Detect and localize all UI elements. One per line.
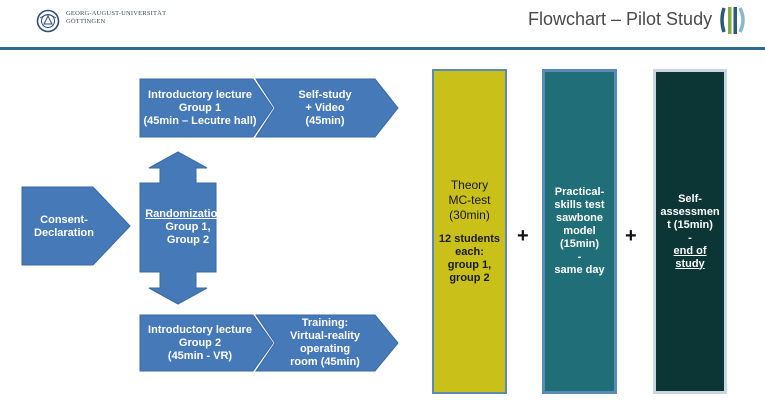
group1-selfstudy-line2: + Video bbox=[305, 101, 345, 114]
consent-line2: Declaration bbox=[34, 227, 94, 239]
group2-training-line2: Virtual-reality bbox=[289, 330, 361, 342]
page-title: Flowchart – Pilot Study bbox=[528, 9, 713, 29]
self-assessment-box: Self- assessmen t (15min) - end of study bbox=[653, 69, 727, 394]
practical-test-box: Practical- skills test sawbone model (15… bbox=[542, 69, 617, 394]
theory-line6: group 1, bbox=[447, 259, 492, 271]
practical-line4: model bbox=[563, 225, 596, 237]
self-line1: Self- bbox=[678, 192, 702, 205]
theory-line7: group 2 bbox=[449, 272, 490, 284]
group2-lecture-label: Introductory lecture Group 2 (45min - VR… bbox=[140, 320, 260, 366]
randomization-arrow-shape bbox=[139, 151, 217, 305]
practical-line5: (15min) bbox=[559, 238, 600, 250]
theory-line4: 12 students bbox=[438, 233, 501, 245]
group1-lecture-shape bbox=[139, 78, 274, 138]
practical-line1: Practical- bbox=[554, 186, 605, 198]
consent-arrow-shape bbox=[21, 186, 131, 266]
theory-line1: Theory bbox=[450, 178, 489, 192]
randomization-title: Randomization bbox=[145, 207, 225, 220]
group2-lecture-line2: Group 2 bbox=[178, 336, 222, 349]
practical-line7: same day bbox=[554, 264, 605, 276]
university-name-line1: GEORG-AUGUST-UNIVERSITÄT bbox=[66, 10, 167, 17]
header-divider bbox=[0, 47, 765, 50]
consent-declaration-label: Consent- Declaration bbox=[24, 210, 104, 244]
theory-line2: MC-test bbox=[448, 193, 491, 207]
plus-sign: + bbox=[625, 225, 637, 247]
group2-training-line1: Training: bbox=[301, 317, 349, 329]
consent-line1: Consent- bbox=[40, 214, 88, 226]
randomization-line1: Randomization : bbox=[145, 208, 231, 221]
practical-line6: - bbox=[577, 251, 582, 263]
group2-lecture-line1: Introductory lecture bbox=[148, 323, 252, 336]
header: GEORG-AUGUST-UNIVERSITÄT GÖTTINGEN Flowc… bbox=[0, 0, 765, 52]
randomization-line2: Group 1, bbox=[165, 220, 211, 233]
randomization-colon: : bbox=[224, 207, 231, 220]
group1-selfstudy-label: Self-study + Video (45min) bbox=[272, 85, 378, 131]
group2-lecture-shape bbox=[139, 314, 274, 372]
theory-line5: each: bbox=[455, 246, 484, 258]
self-line4: - bbox=[688, 231, 692, 244]
university-name-line2: GÖTTINGEN bbox=[66, 18, 106, 25]
practical-line2: skills test bbox=[554, 199, 605, 211]
group2-lecture-line3: (45min - VR) bbox=[167, 349, 233, 362]
theory-test-box: Theory MC-test (30min) 12 students each:… bbox=[432, 69, 507, 394]
randomization-line3: Group 2 bbox=[166, 233, 210, 246]
group1-selfstudy-line3: (45min) bbox=[305, 114, 345, 127]
plus-sign: + bbox=[517, 225, 529, 247]
self-line5: end of bbox=[673, 244, 707, 257]
group2-training-label: Training: Virtual-reality operating room… bbox=[272, 316, 378, 370]
self-line2: assessmen bbox=[660, 205, 720, 218]
university-seal-icon bbox=[36, 9, 60, 33]
stripes-logo-icon bbox=[720, 7, 745, 34]
theory-line3: (30min) bbox=[449, 208, 490, 222]
university-name: GEORG-AUGUST-UNIVERSITÄT GÖTTINGEN bbox=[66, 10, 166, 26]
group1-lecture-line1: Introductory lecture bbox=[148, 88, 252, 101]
group1-lecture-line3: (45min – Lecutre hall) bbox=[143, 114, 257, 127]
practical-line3: sawbone bbox=[555, 212, 604, 224]
self-line6: study bbox=[675, 257, 705, 270]
randomization-label: Randomization : Group 1, Group 2 bbox=[140, 204, 236, 250]
group1-selfstudy-line1: Self-study bbox=[298, 88, 352, 101]
group1-lecture-label: Introductory lecture Group 1 (45min – Le… bbox=[140, 85, 260, 131]
group1-selfstudy-shape bbox=[255, 78, 399, 138]
self-line3: t (15min) bbox=[667, 218, 713, 231]
group2-training-line4: room (45min) bbox=[290, 356, 360, 368]
group2-training-shape bbox=[255, 314, 399, 372]
group2-training-line3: operating bbox=[299, 343, 351, 355]
group1-lecture-line2: Group 1 bbox=[178, 101, 222, 114]
